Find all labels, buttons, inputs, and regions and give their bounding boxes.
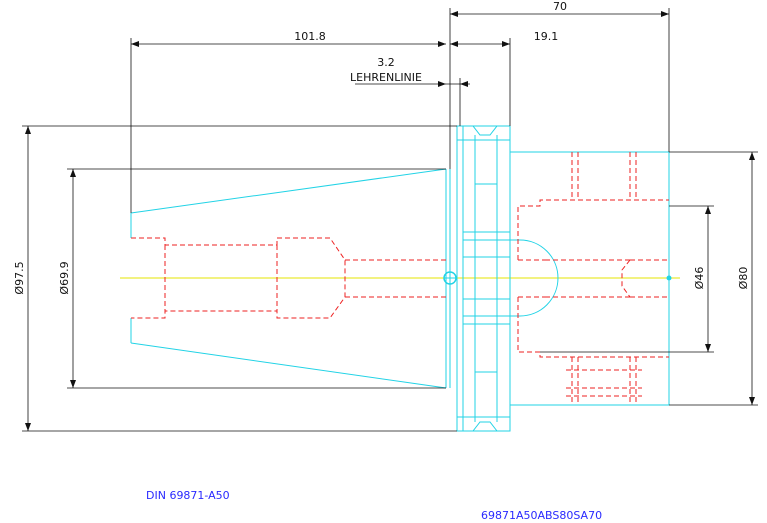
dimension-bore-diameter: Ø46 bbox=[693, 267, 706, 290]
dimension-taper-length: 101.8 bbox=[294, 30, 326, 43]
part-number-label: 69871A50ABS80SA70 bbox=[481, 509, 603, 522]
dimension-flange-diameter: Ø97.5 bbox=[13, 261, 26, 294]
dimension-flange-offset: 19.1 bbox=[534, 30, 559, 43]
gauge-line-label: LEHRENLINIE bbox=[350, 71, 422, 84]
hidden-lines bbox=[131, 152, 669, 405]
dimension-overall-length: 70 bbox=[553, 0, 567, 13]
tool-holder-outline bbox=[130, 125, 672, 432]
dimension-gauge-offset: 3.2 bbox=[377, 56, 395, 69]
dimension-body-diameter: Ø80 bbox=[737, 267, 750, 290]
dimension-taper-diameter: Ø69.9 bbox=[58, 261, 71, 294]
arrowheads bbox=[25, 11, 755, 431]
standard-label: DIN 69871-A50 bbox=[146, 489, 230, 502]
dimension-lines bbox=[22, 8, 758, 432]
